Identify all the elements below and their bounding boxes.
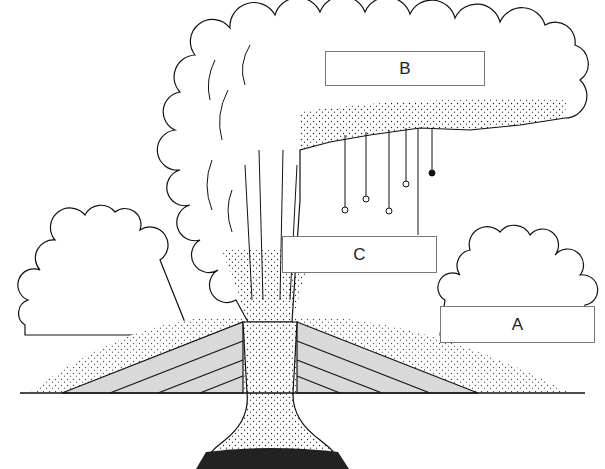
side-cloud (18, 205, 190, 335)
label-box: C (282, 236, 437, 273)
leader-line (418, 128, 419, 235)
ground-line (20, 392, 585, 394)
umbrella-ash (300, 99, 566, 150)
label-letter: C (353, 245, 365, 265)
magma-chamber (196, 448, 349, 469)
label-letter: B (399, 59, 410, 79)
label-box: B (325, 51, 485, 86)
conduit (200, 322, 345, 469)
label-letter: A (512, 315, 523, 335)
eruption-cloud (157, 0, 588, 322)
label-box: A (440, 306, 595, 343)
ash-fall (342, 128, 435, 214)
conduit (200, 322, 345, 469)
